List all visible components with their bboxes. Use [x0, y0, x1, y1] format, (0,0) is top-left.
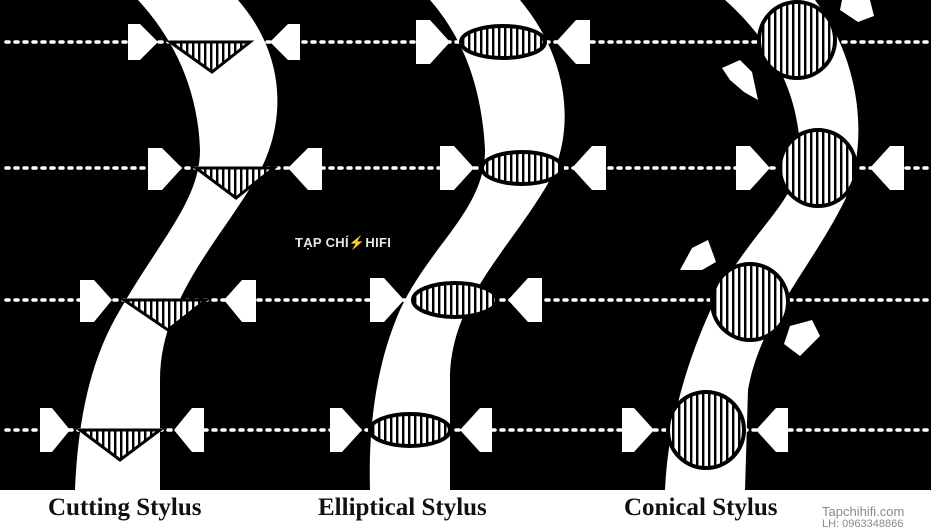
conical-stylus-tip [710, 262, 790, 342]
conical-stylus-tip [757, 0, 837, 80]
cutting-stylus-tip [75, 428, 165, 462]
arrow-right-icon [416, 20, 450, 64]
elliptical-stylus-tip [368, 412, 452, 448]
arrow-left-icon [870, 146, 904, 190]
elliptical-stylus-tip [459, 24, 547, 60]
watermark-logo: TẠP CHÍ⚡HIFI [295, 235, 391, 251]
arrow-diagonal-icon [680, 240, 716, 270]
arrow-left-icon [174, 408, 204, 452]
pressure-arrows [622, 0, 904, 452]
arrow-left-icon [756, 408, 788, 452]
cutting-stylus-tip [165, 40, 255, 74]
conical-groove-band [665, 0, 859, 490]
arrow-right-icon [736, 146, 770, 190]
arrow-diagonal-icon [840, 0, 874, 22]
arrow-right-icon [128, 24, 158, 60]
arrow-left-icon [460, 408, 492, 452]
cutting-stylus-tip [119, 298, 211, 332]
watermark-phone: LH: 0963348866 [822, 518, 904, 530]
cutting-groove-band [75, 0, 278, 490]
conical-stylus-panel [622, 0, 904, 490]
arrow-diagonal-icon [722, 60, 758, 100]
arrow-left-icon [288, 148, 322, 190]
pressure-arrows [40, 24, 322, 452]
watermark-site: Tapchihifi.com [822, 504, 905, 519]
arrow-right-icon [440, 146, 474, 190]
caption-elliptical-stylus: Elliptical Stylus [318, 494, 487, 521]
conical-stylus-tip [778, 128, 858, 208]
caption-conical-stylus: Conical Stylus [624, 494, 778, 521]
elliptical-stylus-tip [411, 281, 499, 319]
elliptical-stylus-tip [480, 150, 564, 186]
arrow-left-icon [572, 146, 606, 190]
arrow-left-icon [224, 280, 256, 322]
conical-stylus-tip [666, 390, 746, 470]
arrow-right-icon [40, 408, 70, 452]
watermark-text-left: TẠP CHÍ [295, 235, 349, 250]
pressure-arrows [330, 20, 606, 452]
arrow-right-icon [622, 408, 654, 452]
arrow-diagonal-icon [784, 320, 820, 356]
elliptical-stylus-panel [330, 0, 606, 490]
arrow-left-icon [508, 278, 542, 322]
arrow-left-icon [556, 20, 590, 64]
cutting-stylus-panel [40, 0, 322, 490]
elliptical-groove-band [369, 0, 565, 490]
arrow-right-icon [330, 408, 362, 452]
caption-cutting-stylus: Cutting Stylus [48, 494, 202, 521]
cutting-stylus-tip [191, 166, 279, 200]
bolt-icon: ⚡ [348, 235, 366, 250]
arrow-right-icon [148, 148, 182, 190]
arrow-right-icon [370, 278, 404, 322]
watermark-text-right: HIFI [365, 235, 392, 250]
caption-band [0, 490, 931, 532]
arrow-left-icon [270, 24, 300, 60]
arrow-right-icon [80, 280, 112, 322]
